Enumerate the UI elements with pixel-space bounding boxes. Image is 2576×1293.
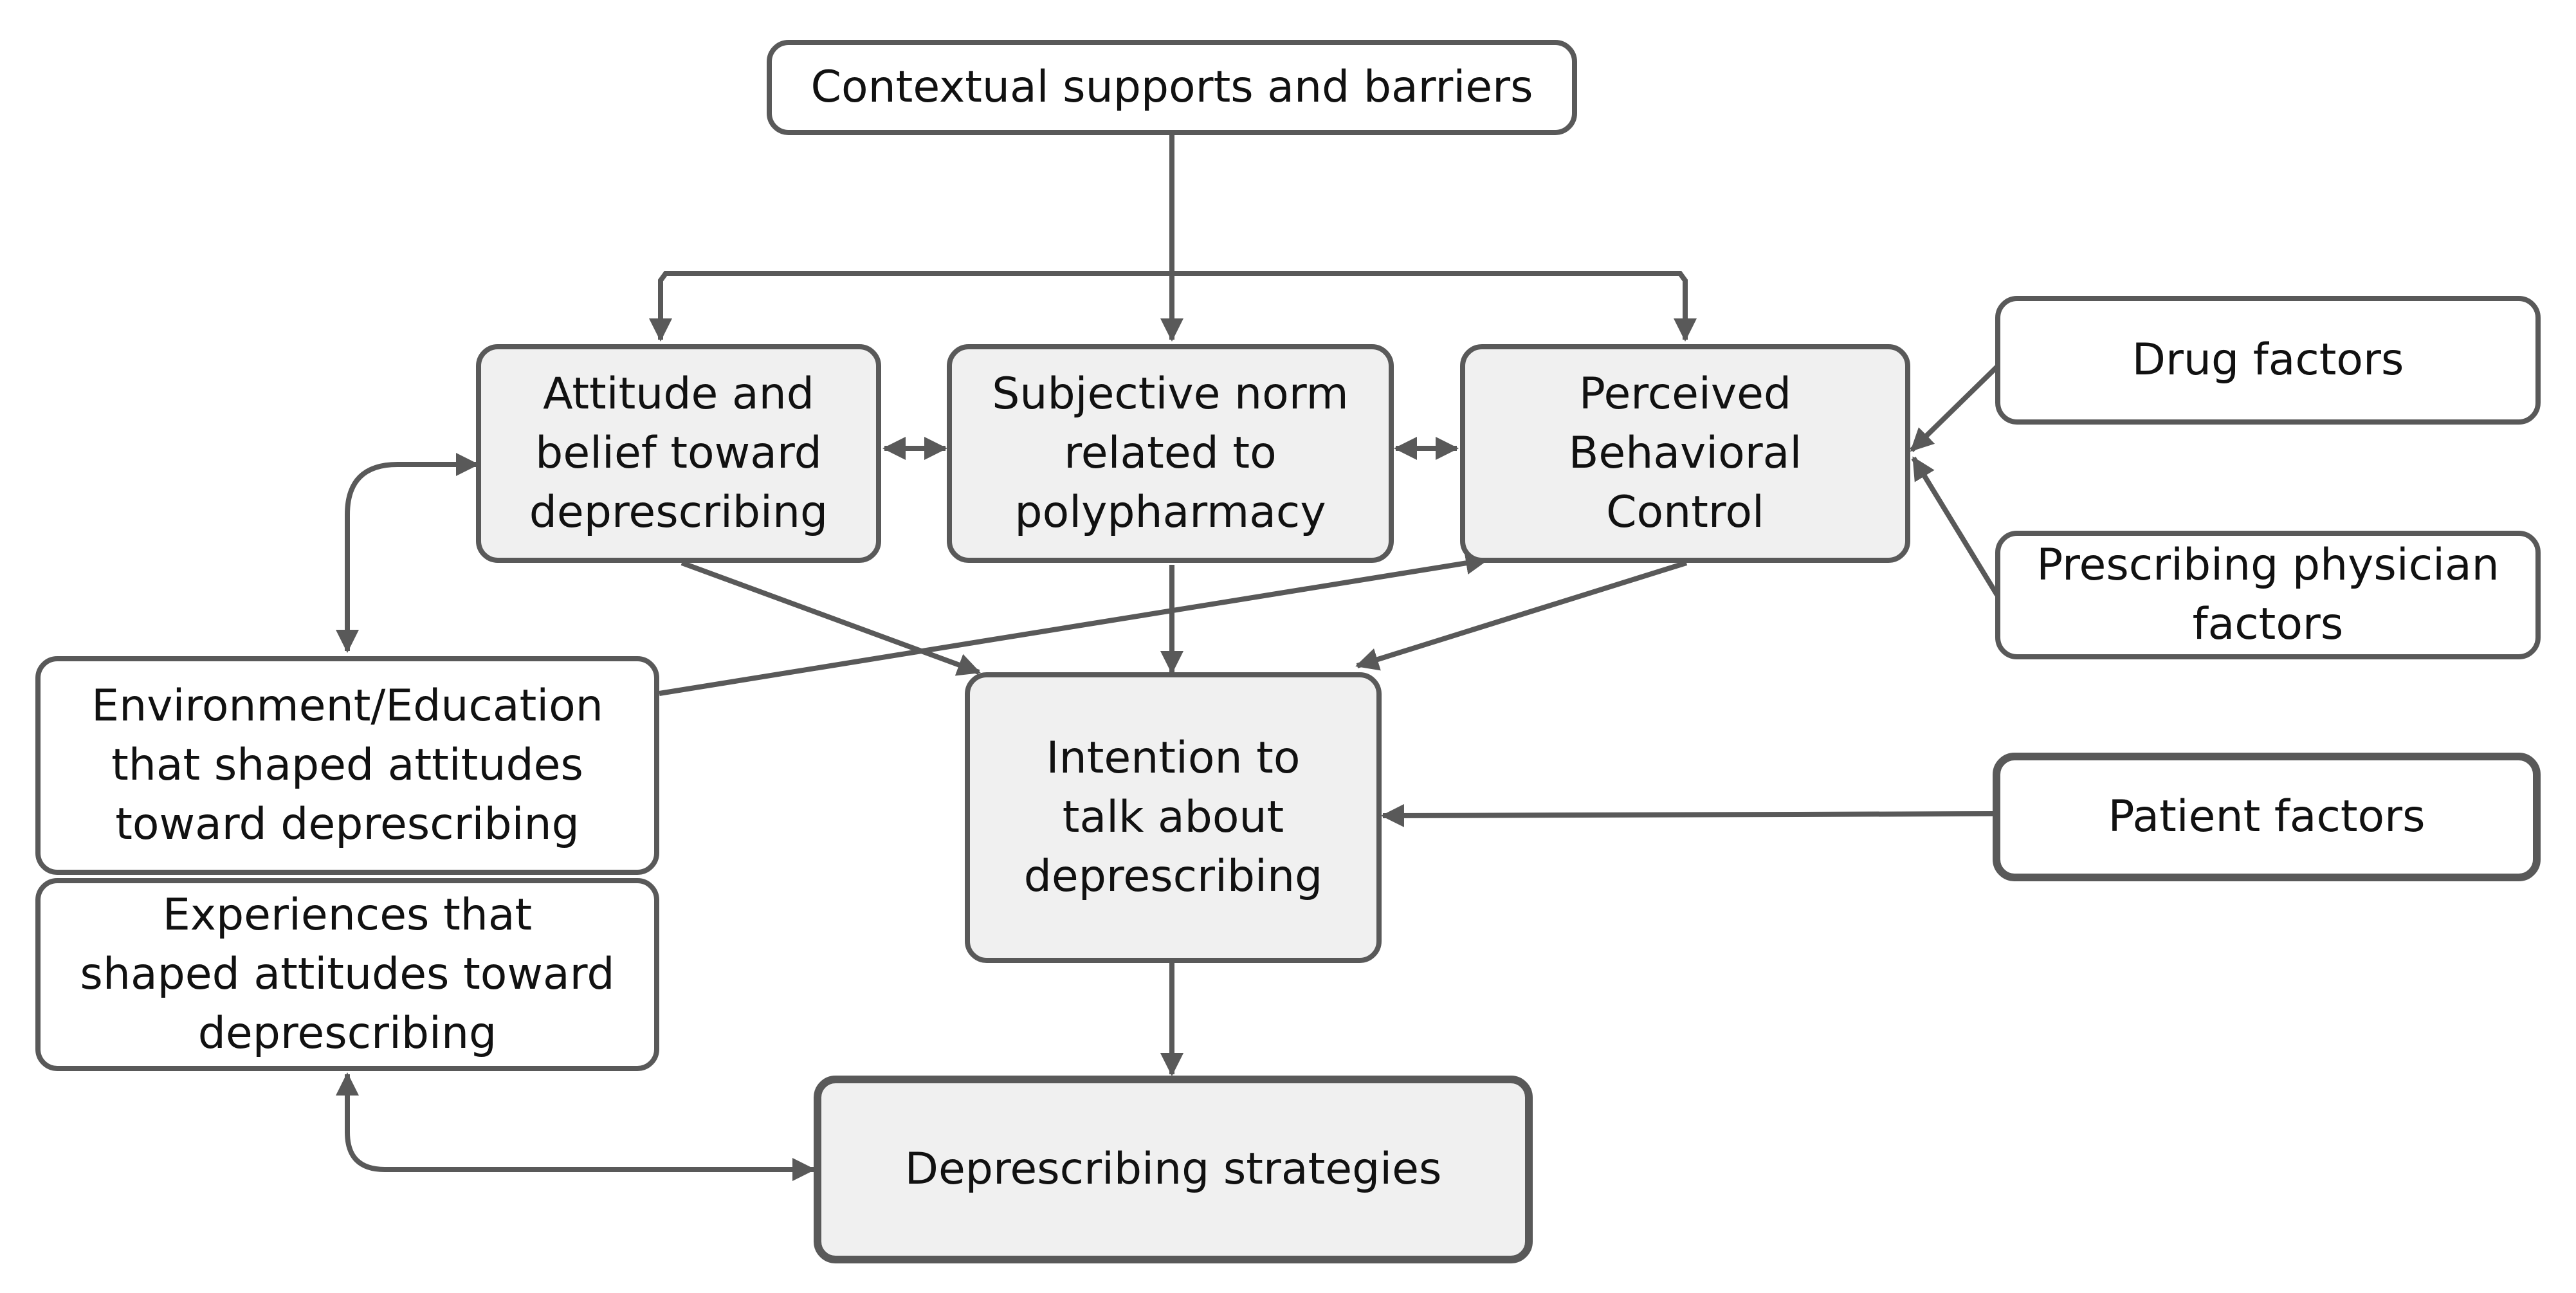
node-perceived-control: Perceived Behavioral Control (1460, 344, 1910, 563)
node-deprescribing-strategies: Deprescribing strategies (814, 1076, 1533, 1263)
arrow-environment-to-perceived (659, 551, 1489, 696)
node-intention-label: Intention to talk about deprescribing (1023, 733, 1323, 902)
node-attitude: Attitude and belief toward deprescribing (476, 344, 881, 563)
node-patient-label: Patient factors (2108, 791, 2425, 842)
node-experiences-label: Experiences that shaped attitudes toward… (80, 890, 615, 1059)
arrow-perceived-to-intention (1355, 560, 1688, 671)
arrow-attitude-to-intention (681, 560, 981, 676)
node-attitude-label: Attitude and belief toward deprescribing (529, 369, 828, 538)
node-strategies-label: Deprescribing strategies (904, 1144, 1442, 1195)
node-drug-label: Drug factors (2132, 335, 2404, 385)
node-subjective-label: Subjective norm related to polypharmacy (992, 369, 1349, 538)
arrow-physician-to-perceived (1911, 456, 2000, 597)
arrow-drug-to-perceived (1910, 365, 1999, 452)
node-perceived-label: Perceived Behavioral Control (1568, 369, 1802, 538)
arrow-environment-attitude (336, 453, 479, 653)
node-physician-factors: Prescribing physician factors (1995, 531, 2541, 659)
arrow-patient-to-intention (1381, 803, 1995, 827)
node-physician-label: Prescribing physician factors (2036, 540, 2499, 650)
node-patient-factors: Patient factors (1993, 753, 2541, 881)
node-drug-factors: Drug factors (1995, 296, 2541, 425)
node-environment-education: Environment/Education that shaped attitu… (35, 656, 659, 875)
node-environment-label: Environment/Education that shaped attitu… (91, 681, 603, 850)
node-contextual-supports: Contextual supports and barriers (767, 40, 1577, 135)
arrow-experiences-strategies (336, 1072, 816, 1181)
arrow-contextual-to-perceived (1172, 271, 1697, 342)
node-contextual-label: Contextual supports and barriers (810, 62, 1533, 113)
node-subjective-norm: Subjective norm related to polypharmacy (947, 344, 1394, 563)
arrow-contextual-to-attitude (649, 271, 1172, 342)
node-experiences: Experiences that shaped attitudes toward… (35, 878, 659, 1071)
node-intention: Intention to talk about deprescribing (965, 672, 1382, 963)
